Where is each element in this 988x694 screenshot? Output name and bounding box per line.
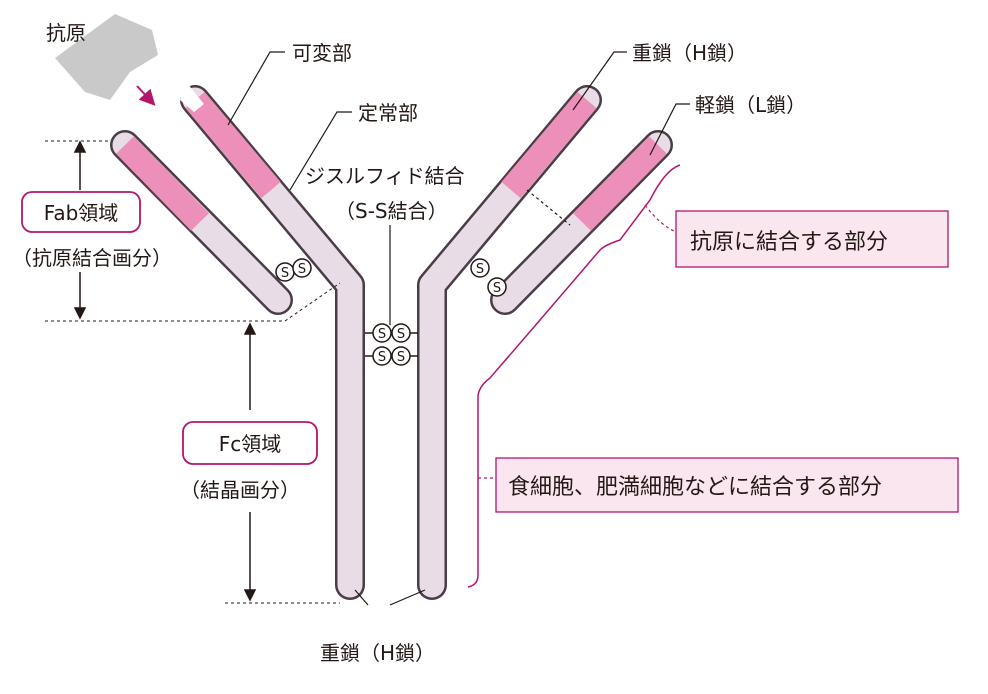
- fc-sub-label: （結晶画分）: [180, 478, 300, 502]
- fab-sub-label: （抗原結合画分）: [12, 246, 172, 270]
- svg-text:S: S: [397, 350, 405, 365]
- ss-bond-right-light: S S: [470, 258, 507, 297]
- disulfide-bond-sublabel: （S-S結合）: [335, 199, 448, 223]
- heavy-chain-top-label: 重鎖（H鎖）: [632, 41, 747, 65]
- svg-text:S: S: [281, 266, 289, 281]
- heavy-chain-left: [180, 78, 365, 600]
- svg-text:S: S: [298, 262, 306, 277]
- region-markers: [45, 140, 341, 604]
- ss-bond-hinge-2: S S: [365, 346, 418, 366]
- disulfide-bonds: S S S S S S S S: [275, 258, 507, 366]
- fc-range-arrow: [243, 322, 257, 602]
- ss-bond-hinge-1: S S: [365, 323, 418, 343]
- svg-text:S: S: [378, 350, 386, 365]
- antigen-binding-label: 抗原に結合する部分: [690, 230, 888, 255]
- fab-range-arrow: [73, 140, 87, 320]
- light-chain-right: [490, 130, 673, 315]
- heavy-chain-right: [417, 85, 602, 600]
- fab-region-label: Fab領域: [44, 201, 119, 225]
- ss-bond-left-light: S S: [275, 258, 312, 282]
- antigen-binding-box: 抗原に結合する部分: [675, 210, 949, 268]
- leader-lines: [227, 51, 690, 606]
- svg-text:S: S: [397, 327, 405, 342]
- disulfide-bond-label: ジスルフィド結合: [305, 164, 465, 188]
- antigen-block-icon: [55, 14, 158, 100]
- svg-text:S: S: [378, 327, 386, 342]
- light-chain-left: [110, 130, 293, 315]
- constant-region-label: 定常部: [358, 101, 418, 125]
- light-chain-label: 軽鎖（L鎖）: [695, 93, 806, 117]
- antigen-label: 抗原: [46, 21, 86, 45]
- arrow-down-right-icon: [136, 85, 156, 106]
- cell-binding-label: 食細胞、肥満細胞などに結合する部分: [508, 475, 882, 500]
- fab-region-box: Fab領域: [21, 191, 141, 233]
- right-bracket: [467, 164, 681, 588]
- svg-text:S: S: [476, 262, 484, 277]
- cell-binding-box: 食細胞、肥満細胞などに結合する部分: [495, 457, 959, 513]
- fc-region-box: Fc領域: [182, 421, 318, 465]
- svg-text:S: S: [493, 281, 501, 296]
- variable-region-label: 可変部: [292, 41, 352, 65]
- heavy-chain-bottom-label: 重鎖（H鎖）: [320, 641, 435, 665]
- fc-region-label: Fc領域: [219, 432, 282, 456]
- pointer-lines: [478, 189, 677, 479]
